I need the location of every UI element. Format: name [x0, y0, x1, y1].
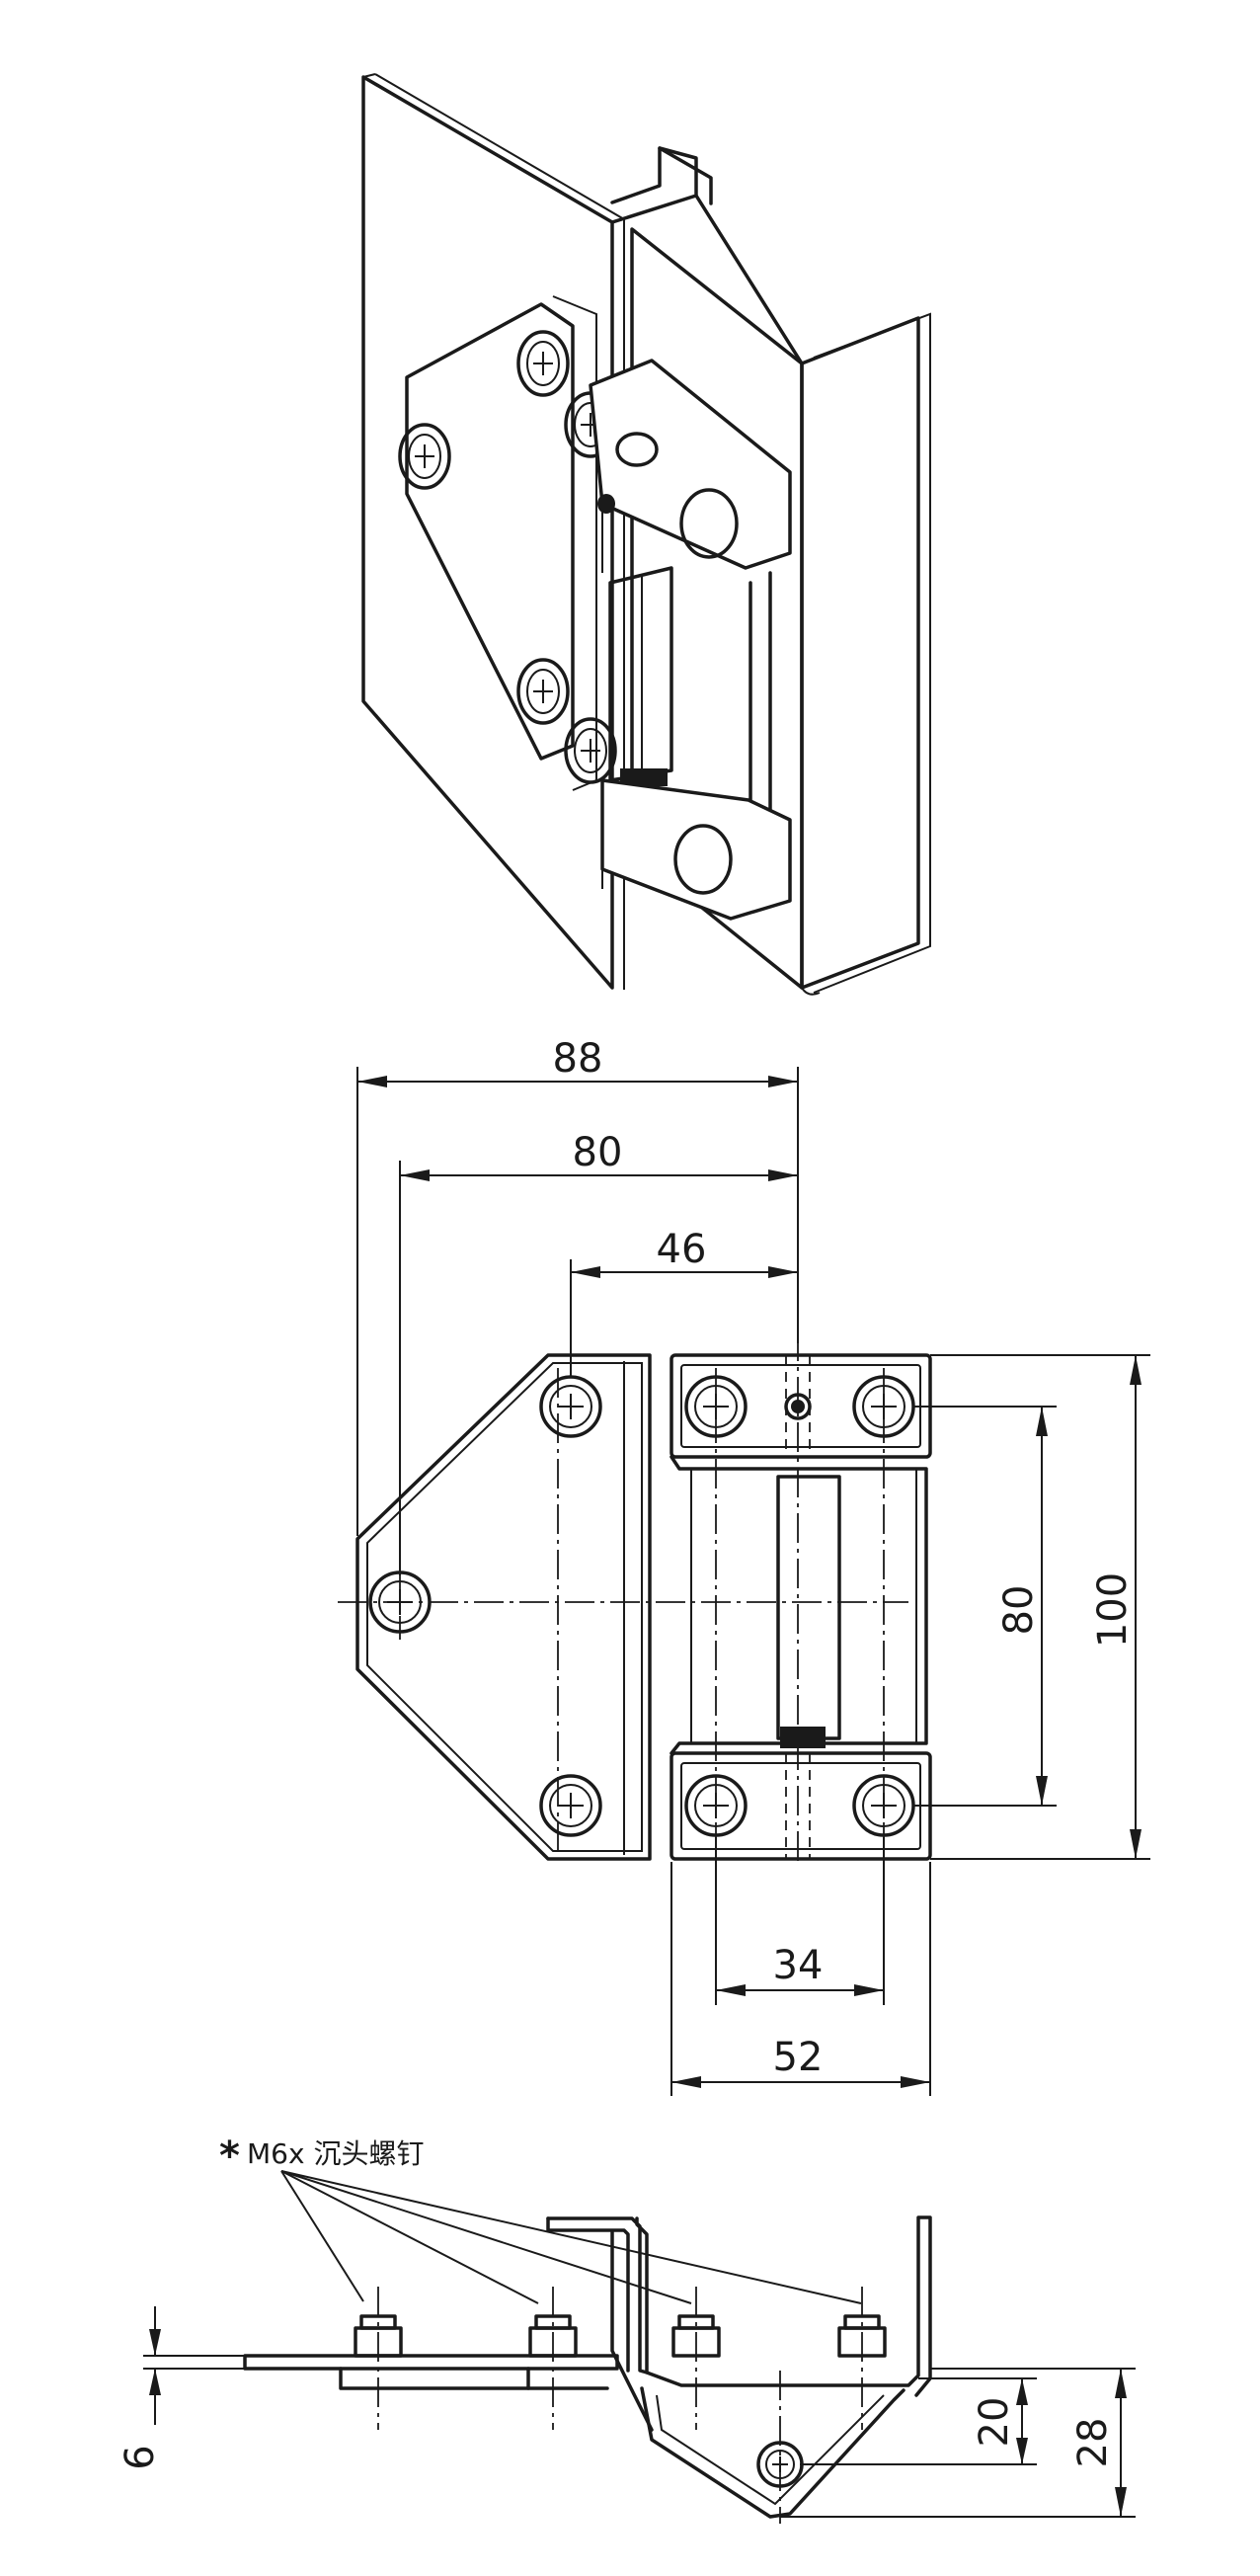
section-frame-profile — [546, 2216, 649, 2375]
iso-door-plate — [361, 75, 614, 990]
front-screw-7-icon — [852, 1774, 915, 1837]
dimension-52: 52 — [670, 1862, 931, 2096]
front-screw-4-icon — [684, 1375, 748, 1438]
dimension-80-horizontal: 80 — [399, 1130, 798, 1575]
dimension-6: 6 — [118, 2306, 245, 2470]
svg-text:28: 28 — [1070, 2418, 1116, 2468]
svg-text:34: 34 — [773, 1943, 824, 1988]
iso-frame-profile — [610, 146, 698, 224]
section-screw-4-icon — [837, 2287, 887, 2430]
iso-lower-bore — [673, 824, 733, 895]
front-hinge-body — [669, 1455, 928, 1755]
svg-text:100: 100 — [1090, 1572, 1136, 1648]
iso-screw-2-icon — [516, 330, 570, 397]
front-view: 88 80 46 80 — [338, 1036, 1150, 2096]
isometric-view — [361, 73, 931, 996]
dimension-46: 46 — [570, 1227, 798, 1378]
front-screw-2-icon — [368, 1570, 432, 1634]
section-view: * M6x 沉头螺钉 — [118, 2133, 1136, 2524]
dimension-34: 34 — [715, 1837, 885, 2005]
svg-text:80: 80 — [996, 1585, 1042, 1636]
screw-note: M6x 沉头螺钉 — [247, 2137, 424, 2170]
front-hinge-pin — [776, 1475, 841, 1740]
dimension-88: 88 — [356, 1036, 799, 1536]
iso-hinge-pin — [608, 566, 673, 782]
dimension-20: 20 — [800, 2377, 1037, 2465]
section-screw-2-icon — [528, 2287, 578, 2430]
svg-text:88: 88 — [553, 1036, 603, 1082]
dimension-80-vertical: 80 — [913, 1406, 1057, 1807]
iso-lower-block — [600, 778, 792, 921]
svg-text:52: 52 — [773, 2035, 824, 2080]
svg-text:20: 20 — [972, 2397, 1017, 2448]
section-screw-1-icon — [354, 2287, 403, 2430]
front-screw-5-icon — [852, 1375, 915, 1438]
front-screw-3-icon — [539, 1774, 602, 1837]
section-screw-3-icon — [671, 2287, 721, 2430]
front-screw-6-icon — [684, 1774, 748, 1837]
front-screw-1-icon — [539, 1375, 602, 1438]
svg-text:46: 46 — [657, 1227, 707, 1272]
svg-text:80: 80 — [573, 1130, 623, 1175]
iso-screw-4-icon — [564, 717, 617, 784]
iso-hinge-leaf — [405, 302, 575, 761]
dimension-28: 28 — [780, 2368, 1136, 2518]
front-mounting-leaf — [355, 1353, 652, 1861]
svg-text:6: 6 — [118, 2445, 163, 2469]
section-door-plate — [243, 2354, 619, 2371]
svg-text:*: * — [219, 2133, 240, 2179]
iso-upper-bore — [679, 488, 739, 559]
dimension-100: 100 — [930, 1354, 1150, 1860]
iso-upper-block — [589, 359, 792, 570]
iso-screw-3-icon — [516, 658, 570, 725]
